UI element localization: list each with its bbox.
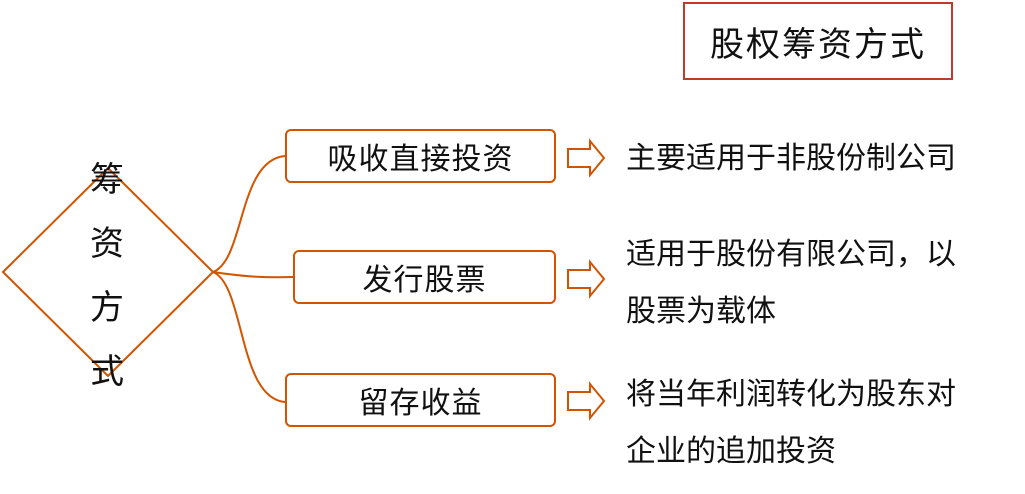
- center-label: 筹 资 方 式: [85, 148, 129, 404]
- center-label-char: 方: [90, 288, 124, 328]
- description-line: 主要适用于非股份制公司: [626, 141, 956, 176]
- method-box-direct-investment: 吸收直接投资: [285, 129, 556, 183]
- arrow-icon: [567, 138, 606, 178]
- connector-top: [212, 155, 286, 273]
- connector-bottom: [212, 271, 286, 403]
- method-description-retained-earnings: 将当年利润转化为股东对 企业的追加投资: [626, 366, 956, 480]
- arrow-icon: [567, 381, 606, 421]
- arrow-icon: [567, 259, 606, 299]
- connector-middle: [212, 271, 294, 279]
- method-description-direct-investment: 主要适用于非股份制公司: [626, 130, 956, 187]
- center-label-char: 式: [90, 352, 124, 392]
- description-line: 适用于股份有限公司，以: [626, 237, 956, 272]
- center-label-char: 筹: [90, 160, 124, 200]
- method-box-retained-earnings: 留存收益: [285, 373, 556, 427]
- description-line: 企业的追加投资: [626, 434, 836, 469]
- description-line: 将当年利润转化为股东对: [626, 377, 956, 412]
- diagram-title: 股权筹资方式: [683, 2, 953, 80]
- description-line: 股票为载体: [626, 294, 776, 329]
- method-box-issue-stock: 发行股票: [293, 250, 556, 304]
- center-label-char: 资: [90, 224, 124, 264]
- method-description-issue-stock: 适用于股份有限公司，以 股票为载体: [626, 226, 956, 340]
